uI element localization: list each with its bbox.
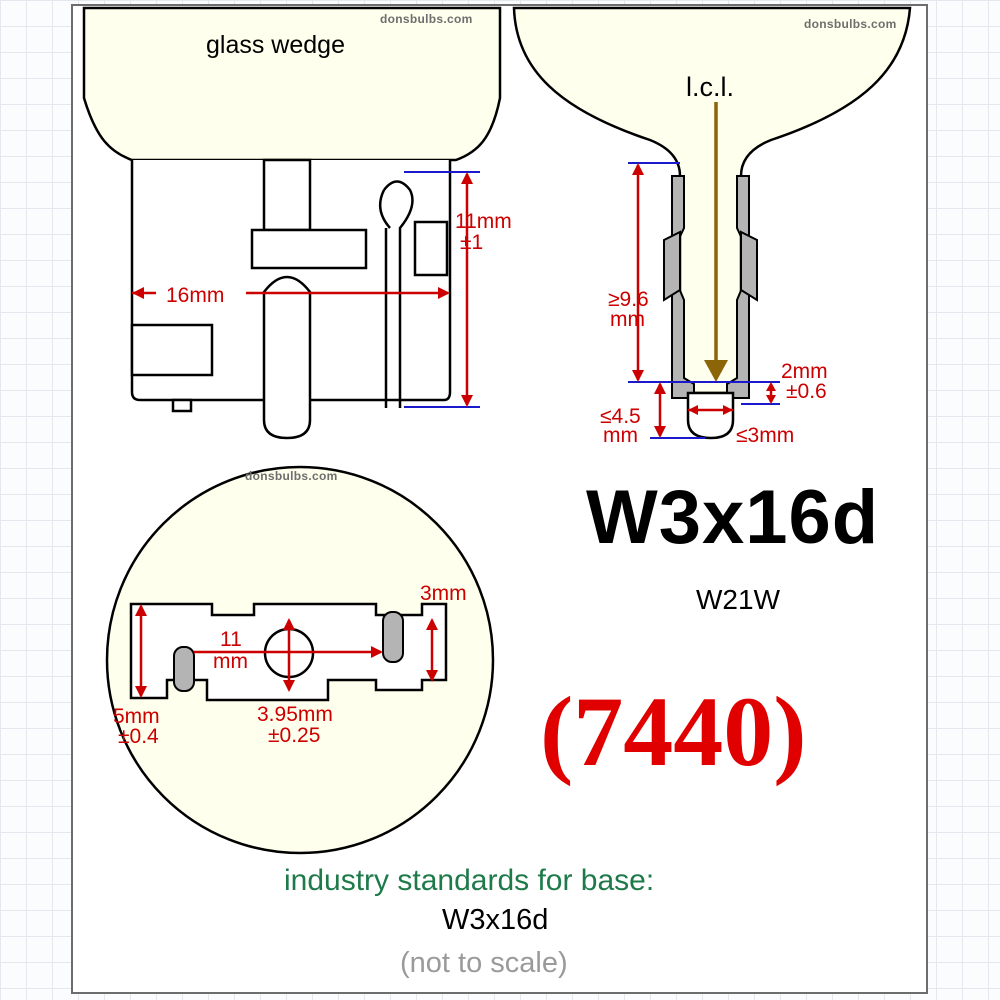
footer-scale-note: (not to scale) xyxy=(400,947,568,979)
alt-code-label: W21W xyxy=(696,584,780,615)
bottom-view: donsbulbs.com 3mm 11 mm 5mm ±0.4 3.95mm … xyxy=(105,465,495,855)
center-ridge xyxy=(250,228,368,270)
arrowhead xyxy=(632,370,644,382)
arrowhead xyxy=(132,287,144,299)
watermark: donsbulbs.com xyxy=(804,17,897,31)
side-flange xyxy=(130,323,214,377)
depth-unit-label: mm xyxy=(610,308,645,331)
profile-view: l.c.l. donsbulbs.com ≥9.6 mm 2mm ±0.6 ≤4… xyxy=(512,6,912,447)
tip-label: ≤3mm xyxy=(736,424,794,447)
left-contact xyxy=(173,646,195,692)
left-tolerance-label: ±0.4 xyxy=(118,725,159,748)
arrowhead xyxy=(766,395,776,404)
arrowhead xyxy=(654,382,666,394)
left-contact-wire xyxy=(666,175,695,399)
glass-wedge-label: glass wedge xyxy=(206,31,345,59)
filament-lead xyxy=(262,275,312,440)
bottom-label: ≤4.5 xyxy=(600,405,641,428)
right-contact xyxy=(382,611,404,663)
arrowhead xyxy=(766,382,776,391)
glass-wedge-bulb xyxy=(82,6,502,162)
contact-wire xyxy=(378,180,414,408)
arrowhead xyxy=(688,405,698,415)
side-view: glass wedge donsbulbs.com 16mm 11mm ±1 xyxy=(82,6,512,440)
lcl-arrowhead xyxy=(704,360,728,382)
glass-tip xyxy=(686,391,735,440)
offset-label: 2mm xyxy=(781,360,828,383)
depth-label: ≥9.6 xyxy=(608,288,649,311)
arrowhead xyxy=(723,405,733,415)
center-unit-label: mm xyxy=(213,650,248,673)
bulb-number-label: (7440) xyxy=(540,676,807,787)
width-label: 16mm xyxy=(166,284,224,307)
base-tab xyxy=(171,398,193,413)
wire-lead xyxy=(262,158,312,232)
wedge-crimp xyxy=(663,230,758,302)
arrowhead xyxy=(426,670,438,682)
arrowhead xyxy=(283,618,295,630)
bottom-unit-label: mm xyxy=(603,424,638,447)
center-label: 11 xyxy=(220,628,242,651)
hole-tolerance-label: ±0.25 xyxy=(268,724,320,747)
right-label: 3mm xyxy=(420,582,467,605)
arrowhead xyxy=(461,395,473,407)
arrowhead xyxy=(135,686,147,698)
height-label: 11mm xyxy=(455,210,512,233)
lcl-label: l.c.l. xyxy=(686,72,734,102)
arrowhead xyxy=(438,287,450,299)
watermark: donsbulbs.com xyxy=(245,469,338,483)
height-tolerance-label: ±1 xyxy=(460,231,483,254)
base-code-title: W3x16d xyxy=(586,475,880,560)
offset-tolerance-label: ±0.6 xyxy=(786,380,827,403)
arrowhead xyxy=(135,604,147,616)
left-label: 5mm xyxy=(113,705,160,728)
footer-standards-label: industry standards for base: xyxy=(284,864,655,897)
right-clip xyxy=(413,220,449,277)
arrowhead xyxy=(461,172,473,184)
watermark: donsbulbs.com xyxy=(380,12,473,26)
hole-label: 3.95mm xyxy=(257,703,333,726)
arrowhead xyxy=(654,426,666,438)
footer-base-code: W3x16d xyxy=(442,904,549,936)
arrowhead xyxy=(283,680,295,692)
arrowhead xyxy=(632,163,644,175)
arrowhead xyxy=(371,646,383,658)
bulb-glass-profile xyxy=(512,6,912,395)
arrowhead xyxy=(426,618,438,630)
right-contact-wire xyxy=(726,175,755,399)
